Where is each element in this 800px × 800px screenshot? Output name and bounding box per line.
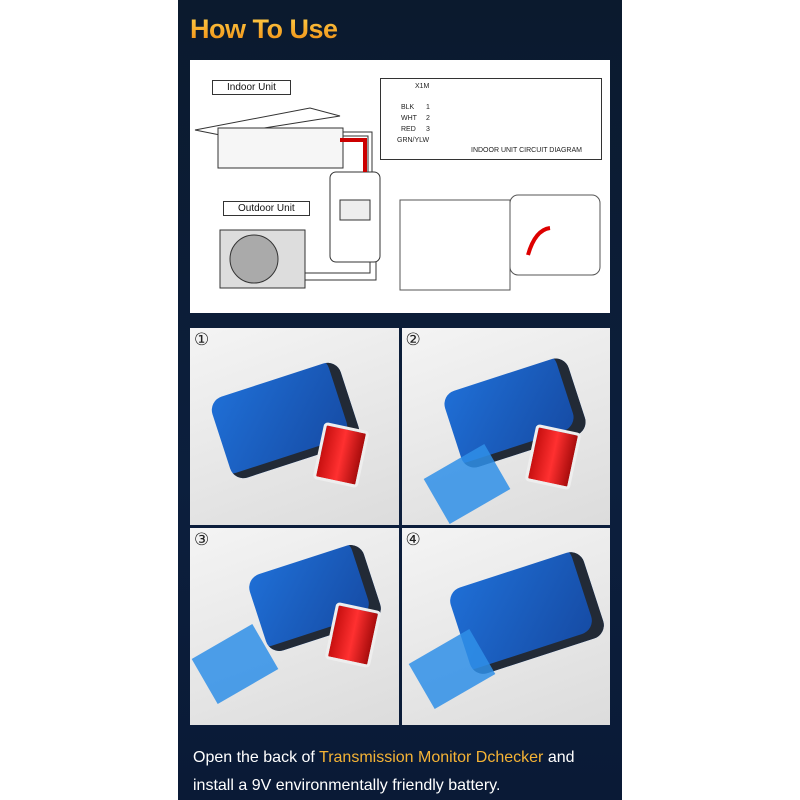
step-number: ④: [405, 530, 421, 549]
step-4-photo: ④: [401, 528, 610, 725]
terminal-label: 2: [426, 115, 430, 122]
wire-label: BLK: [401, 104, 415, 111]
instruction-caption: Open the back of Transmission Monitor Dc…: [193, 744, 613, 800]
product-name-highlight: Transmission Monitor Dchecker: [319, 749, 544, 766]
step-2-photo: ②: [401, 328, 610, 525]
outdoor-unit-label: Outdoor Unit: [223, 201, 310, 216]
wire-label: GRN/YLW: [397, 137, 430, 144]
indoor-unit-label: Indoor Unit: [212, 80, 291, 95]
indoor-unit-icon: [217, 127, 344, 169]
diagram-drawing: [194, 107, 601, 291]
wire-label: WHT: [401, 115, 417, 122]
caption-text: Open the back of: [193, 749, 320, 766]
caption-text: and install a 9V environmentally friendl…: [193, 749, 575, 794]
step-number: ②: [405, 330, 421, 349]
terminal-label: 3: [426, 126, 430, 133]
step-3-photo: ③: [190, 528, 399, 725]
step-1-photo: ①: [190, 328, 399, 525]
terminal-label: 1: [426, 104, 430, 111]
page-title: How To Use: [190, 14, 338, 44]
terminal-block-label: X1M: [415, 83, 430, 90]
wire-label: RED: [401, 126, 416, 133]
steps-grid: ① ② ③ ④: [190, 328, 610, 725]
step-number: ③: [194, 530, 210, 549]
step-number: ①: [194, 330, 210, 349]
wiring-diagram: Indoor Unit Outdoor Unit X1M BLK WHT RED…: [190, 60, 610, 313]
circuit-diagram: X1M BLK WHT RED GRN/YLW 1 2 3 INDOOR UNI…: [380, 78, 602, 160]
circuit-title: INDOOR UNIT CIRCUIT DIAGRAM: [471, 147, 582, 154]
